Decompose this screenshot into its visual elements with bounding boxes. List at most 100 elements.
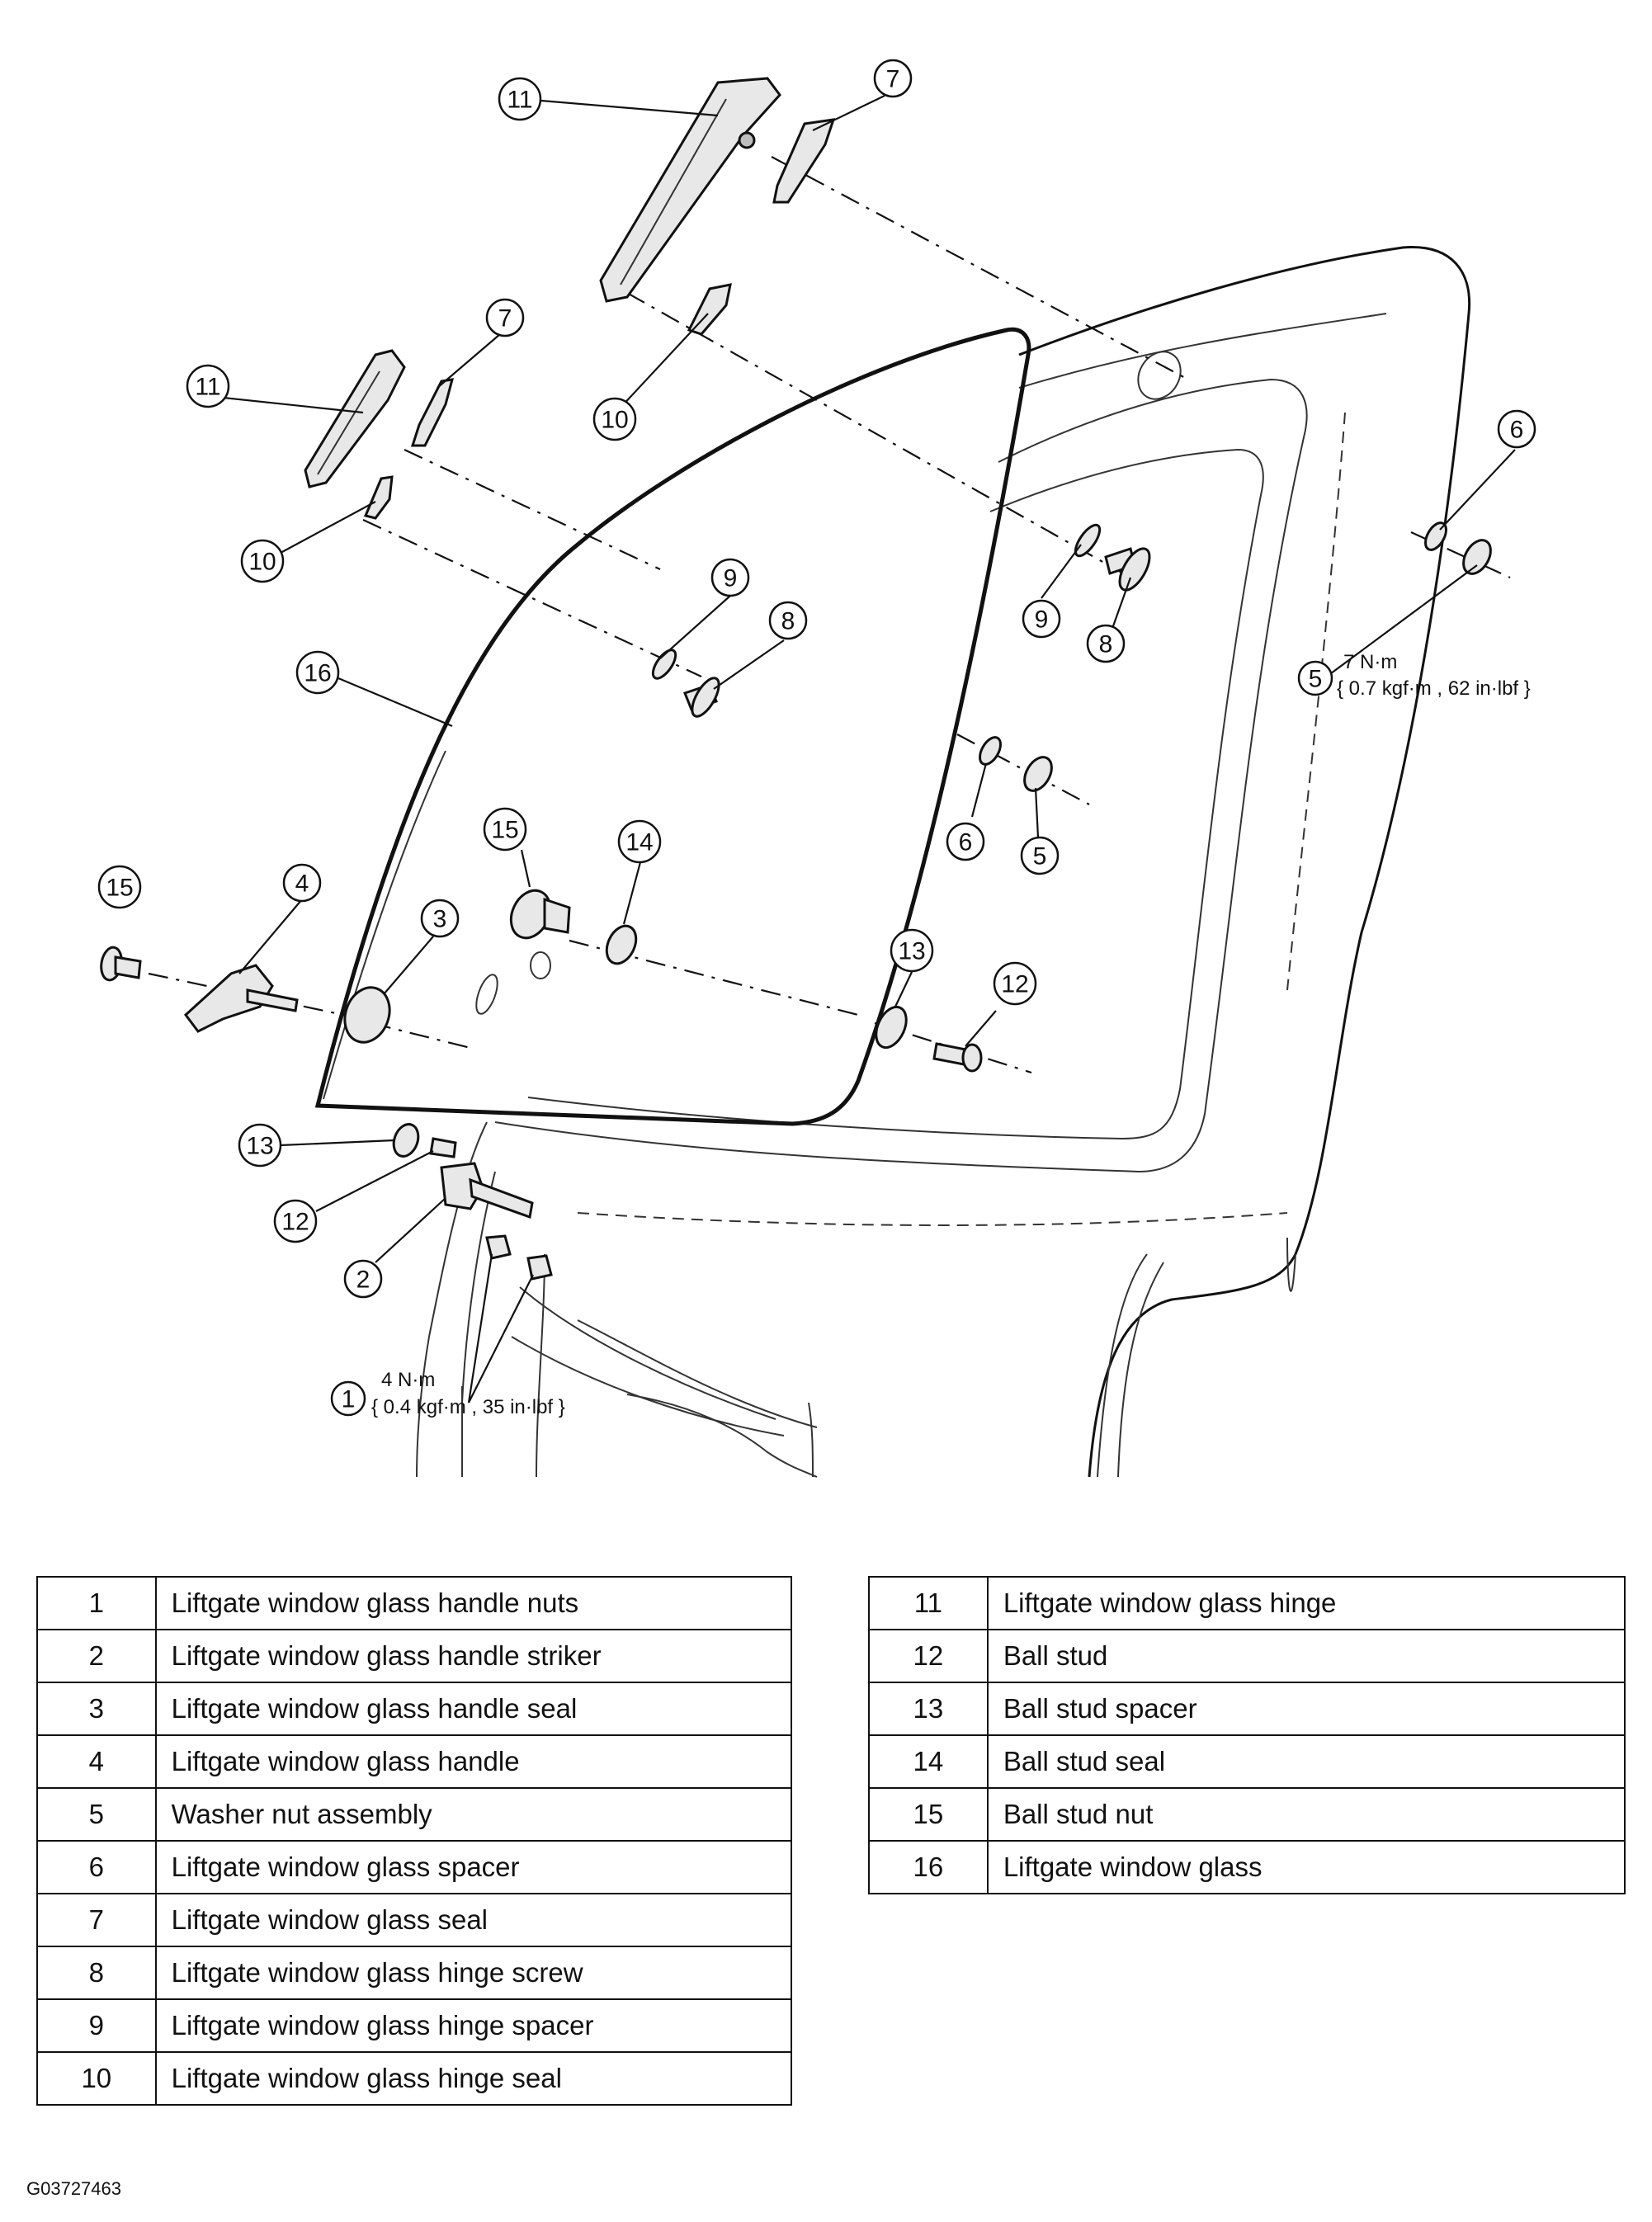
svg-text:13: 13	[246, 1133, 273, 1160]
callout-10-left: 10	[240, 539, 285, 583]
hinge-left	[304, 349, 406, 488]
svg-text:4: 4	[295, 870, 309, 898]
legend-description: Liftgate window glass handle nuts	[154, 1576, 793, 1630]
legend-description: Liftgate window glass handle striker	[154, 1629, 793, 1683]
exploded-view-diagram: 11 7 11 7 10 10 9 8 16 9 8 6 5 6 5 15 14…	[97, 59, 1536, 1478]
legend-description: Liftgate window glass handle	[154, 1734, 793, 1789]
torque-5-nm: 7 N·m	[1343, 651, 1397, 673]
torque-1-nm: 4 N·m	[381, 1369, 435, 1391]
legend-description: Liftgate window glass hinge screw	[154, 1946, 793, 2000]
callout-1: 1	[330, 1380, 366, 1417]
callout-7-left: 7	[485, 298, 525, 337]
callout-6-middle: 6	[946, 822, 985, 861]
legend-number: 3	[36, 1682, 157, 1736]
callout-8-glass: 8	[768, 601, 808, 640]
legend-description: Ball stud nut	[986, 1787, 1626, 1842]
svg-text:13: 13	[898, 938, 925, 965]
legend-description: Liftgate window glass spacer	[154, 1840, 793, 1894]
ball-stud-spacer-lower	[392, 1123, 420, 1158]
legend-number: 11	[868, 1576, 989, 1630]
svg-text:9: 9	[724, 565, 738, 592]
torque-5-imperial: { 0.7 kgf·m , 62 in·lbf }	[1337, 677, 1531, 700]
callout-5-middle: 5	[1020, 836, 1060, 875]
leader-lines	[207, 95, 1516, 1403]
ball-stud-lower	[429, 1137, 457, 1158]
washer-nut-middle	[1023, 756, 1053, 792]
handle-seal	[343, 986, 391, 1044]
legend-number: 1	[36, 1576, 157, 1630]
svg-text:11: 11	[195, 374, 220, 401]
legend-description: Liftgate window glass hinge seal	[154, 2051, 793, 2106]
legend-description: Liftgate window glass hinge	[986, 1576, 1626, 1630]
legend-description: Washer nut assembly	[154, 1787, 793, 1842]
callout-12-right: 12	[993, 961, 1037, 1006]
legend-number: 16	[868, 1840, 989, 1894]
svg-text:1: 1	[342, 1386, 356, 1413]
svg-text:11: 11	[507, 87, 532, 114]
liftgate-window-glass	[314, 327, 1031, 1126]
callout-7-upper: 7	[873, 59, 913, 98]
callout-10-upper: 10	[592, 397, 637, 441]
callout-16: 16	[295, 650, 340, 695]
legend-description: Ball stud seal	[986, 1734, 1626, 1789]
legend-number: 6	[36, 1840, 157, 1894]
callout-13-lower: 13	[238, 1123, 282, 1168]
ball-stud-nut-center	[509, 889, 571, 940]
legend-number: 10	[36, 2051, 157, 2106]
svg-text:2: 2	[356, 1267, 371, 1294]
callout-9-glass: 9	[710, 558, 750, 597]
callout-9-right: 9	[1022, 599, 1061, 639]
legend-description: Ball stud	[986, 1629, 1626, 1683]
svg-text:8: 8	[1099, 631, 1113, 658]
legend-description: Liftgate window glass	[986, 1840, 1626, 1894]
svg-text:15: 15	[106, 875, 133, 902]
handle-nut-b	[526, 1254, 553, 1281]
window-handle	[183, 964, 299, 1033]
legend-number: 8	[36, 1946, 157, 2000]
legend-number: 7	[36, 1893, 157, 1947]
callout-8-right: 8	[1086, 624, 1126, 663]
svg-text:7: 7	[886, 66, 900, 93]
svg-text:6: 6	[959, 829, 973, 856]
svg-text:6: 6	[1510, 417, 1524, 444]
ball-stud-spacer-right	[875, 1005, 908, 1050]
callout-11-upper: 11	[498, 77, 542, 121]
svg-text:10: 10	[248, 549, 276, 576]
legend-number: 5	[36, 1787, 157, 1842]
ball-stud-right	[932, 1042, 983, 1073]
glass-spacer-middle	[979, 736, 1002, 766]
torque-1-imperial: { 0.4 kgf·m , 35 in·lbf }	[371, 1396, 565, 1418]
svg-text:15: 15	[491, 817, 518, 844]
svg-text:3: 3	[433, 906, 447, 933]
svg-text:8: 8	[781, 608, 795, 635]
svg-text:5: 5	[1033, 843, 1047, 870]
legend-number: 4	[36, 1734, 157, 1789]
svg-text:7: 7	[498, 305, 512, 333]
svg-text:12: 12	[281, 1209, 309, 1236]
assembly-center-lines	[148, 156, 1511, 1074]
legend-number: 9	[36, 1998, 157, 2053]
svg-text:10: 10	[601, 407, 628, 434]
callout-4: 4	[282, 863, 322, 903]
callout-11-left: 11	[186, 364, 230, 408]
callout-15-center: 15	[483, 807, 527, 852]
svg-text:14: 14	[625, 829, 653, 856]
legend-number: 13	[868, 1682, 989, 1736]
hinge-screw-glass	[683, 677, 720, 718]
callout-13-right: 13	[890, 928, 934, 973]
hinge-upper	[599, 77, 781, 303]
legend-number: 12	[868, 1629, 989, 1683]
